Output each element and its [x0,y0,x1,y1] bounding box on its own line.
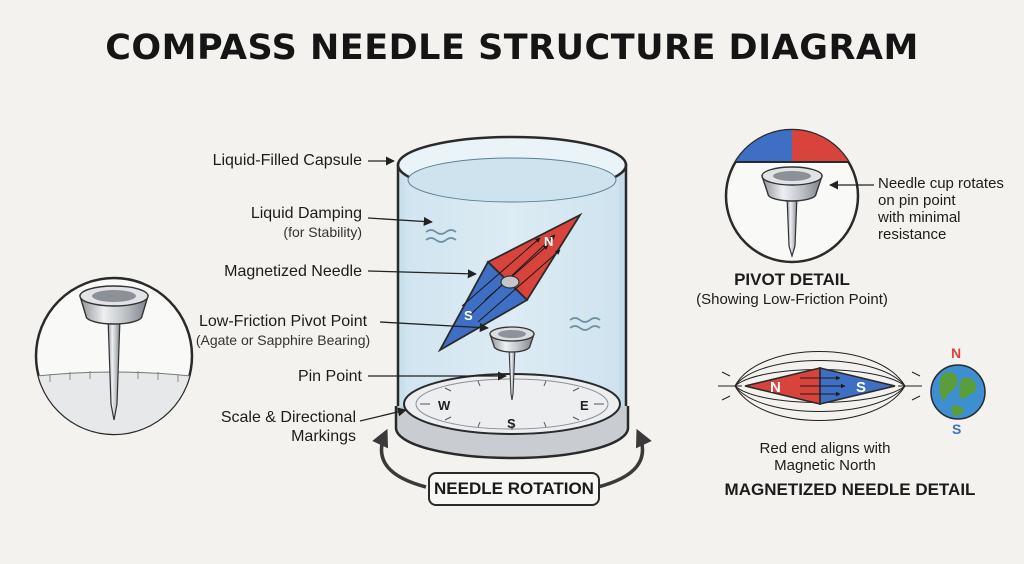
magnet-n-label: N [770,379,781,396]
label-pivot-main: Low-Friction Pivot Point [199,313,367,330]
earth-s-label: S [952,421,961,437]
label-damping-sub: (for Stability) [160,223,362,242]
label-scale-line1: Scale & Directional [160,408,356,427]
label-damping: Liquid Damping (for Stability) [160,204,362,242]
pivot-detail-heading: PIVOT DETAIL [692,270,892,289]
dial-s-label: S [507,416,516,431]
pivot-note-line1: Needle cup rotates [878,175,1018,192]
label-pivot-sub: (Agate or Sapphire Bearing) [188,331,378,350]
label-scale: Scale & Directional Markings [160,408,356,446]
earth-n-label: N [951,345,961,361]
needle-s-label: S [464,308,473,323]
magnet-note: Red end aligns with Magnetic North [740,440,910,474]
label-damping-main: Liquid Damping [251,205,362,222]
label-needle: Magnetized Needle [160,262,362,281]
pivot-detail-subheading: (Showing Low-Friction Point) [692,290,892,309]
magnet-note-line2: Magnetic North [740,457,910,474]
magnet-note-line1: Red end aligns with [740,440,910,457]
dial-e-label: E [580,398,589,413]
diagram-title: COMPASS NEEDLE STRUCTURE DIAGRAM [0,28,1024,68]
pivot-detail-circle [720,120,874,262]
pivot-note-line4: resistance [878,226,1018,243]
earth-globe-icon [931,365,985,419]
needle-rotation-label: NEEDLE ROTATION [428,472,600,506]
pivot-note-line2: on pin point [878,192,1018,209]
needle-n-label: N [544,234,553,249]
label-pin: Pin Point [160,367,362,386]
label-pivot: Low-Friction Pivot Point (Agate or Sapph… [188,312,378,350]
pivot-cup [490,327,534,352]
pivot-note-line3: with minimal [878,209,1018,226]
magnet-s-label: S [856,379,866,396]
dial-w-label: W [438,398,451,413]
label-capsule: Liquid-Filled Capsule [160,151,362,170]
pivot-note: Needle cup rotates on pin point with min… [878,175,1018,243]
label-scale-line2: Markings [160,427,356,446]
magnet-detail-heading: MAGNETIZED NEEDLE DETAIL [705,480,995,499]
